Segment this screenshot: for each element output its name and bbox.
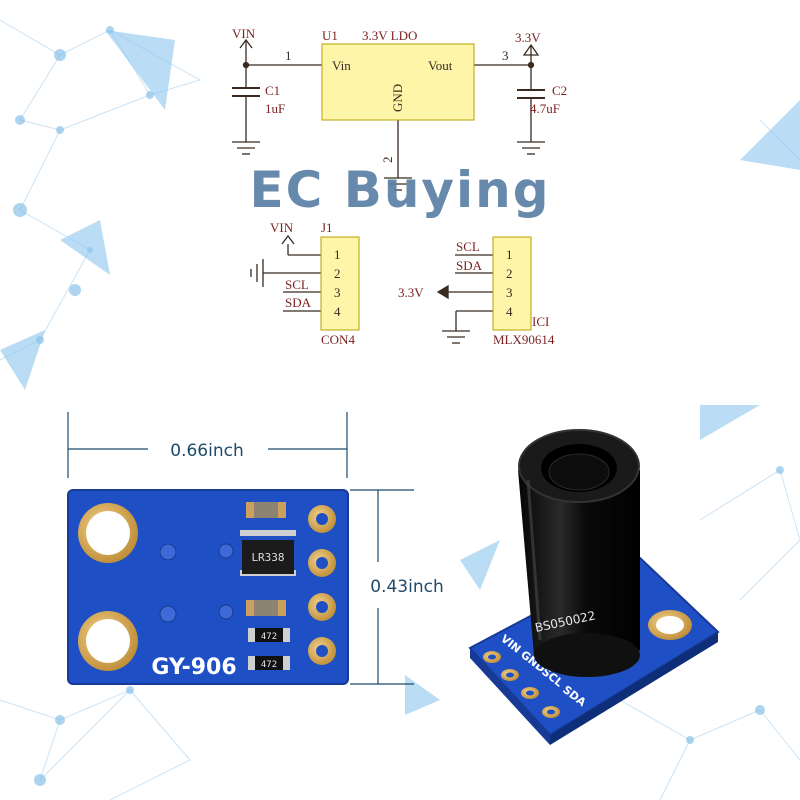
connector-j1-body xyxy=(320,236,360,331)
ic-signal-scl: SCL xyxy=(456,239,480,254)
height-dimension-label: 0.43inch xyxy=(370,577,443,597)
ldo-pin-vout: Vout xyxy=(428,58,453,73)
resistor-b-marking: 472 xyxy=(261,660,277,670)
ic-mlx90614-body xyxy=(492,236,532,331)
ic-name: MLX90614 xyxy=(493,332,555,347)
background-dots-decor xyxy=(13,26,784,786)
dimension-lines xyxy=(67,412,414,685)
j1-pin-2: 2 xyxy=(334,266,341,281)
ic-pin-1: 1 xyxy=(506,247,513,262)
connector-j1-schematic xyxy=(250,234,321,312)
ic-mlx90614-schematic xyxy=(436,254,493,344)
j1-signal-sda: SDA xyxy=(285,295,312,310)
ldo-chip-marking: LR338 xyxy=(251,551,284,564)
j1-ref: J1 xyxy=(321,220,333,235)
background-triangles-decor xyxy=(0,30,800,715)
c1-ref: C1 xyxy=(265,83,280,98)
ldo-pin-vin: Vin xyxy=(332,58,351,73)
j1-pin-3: 3 xyxy=(334,285,341,300)
ic-pin-2: 2 xyxy=(506,266,513,281)
ic-pin-3: 3 xyxy=(506,285,513,300)
brand-watermark: EC Buying xyxy=(249,161,550,219)
pcb-board-front: LR338 472 472 GY-906 xyxy=(67,489,349,685)
ldo-pin2-number: 2 xyxy=(380,157,395,164)
board-model-label: GY-906 xyxy=(151,655,236,680)
ldo-pin3-number: 3 xyxy=(502,48,509,63)
ldo-regulator-schematic xyxy=(232,38,545,191)
c2-value: 4.7uF xyxy=(530,101,560,116)
sensor-tube xyxy=(518,470,640,672)
u1-ref: U1 xyxy=(322,28,338,43)
j1-vin-label: VIN xyxy=(270,220,294,235)
vout-label: 3.3V xyxy=(515,30,541,45)
vin-label: VIN xyxy=(232,26,256,41)
ldo-regulator-body xyxy=(321,43,475,121)
c2-ref: C2 xyxy=(552,83,567,98)
j1-pin-1: 1 xyxy=(334,247,341,262)
ic-power-label: 3.3V xyxy=(398,285,424,300)
width-dimension-label: 0.66inch xyxy=(170,441,243,461)
ldo-pin1-number: 1 xyxy=(285,48,292,63)
ic-signal-sda: SDA xyxy=(456,258,483,273)
ic-pin-4: 4 xyxy=(506,304,513,319)
j1-pin-4: 4 xyxy=(334,304,341,319)
c1-value: 1uF xyxy=(265,101,285,116)
sensor-module-3d: VIN GND SCL SDA BS050022 xyxy=(468,429,720,745)
j1-name: CON4 xyxy=(321,332,355,347)
j1-signal-scl: SCL xyxy=(285,277,309,292)
ldo-pin-gnd: GND xyxy=(390,84,405,112)
ic-ref: ICI xyxy=(532,314,549,329)
resistor-a-marking: 472 xyxy=(261,632,277,642)
u1-value: 3.3V LDO xyxy=(362,28,417,43)
ldo-chip xyxy=(242,540,294,574)
